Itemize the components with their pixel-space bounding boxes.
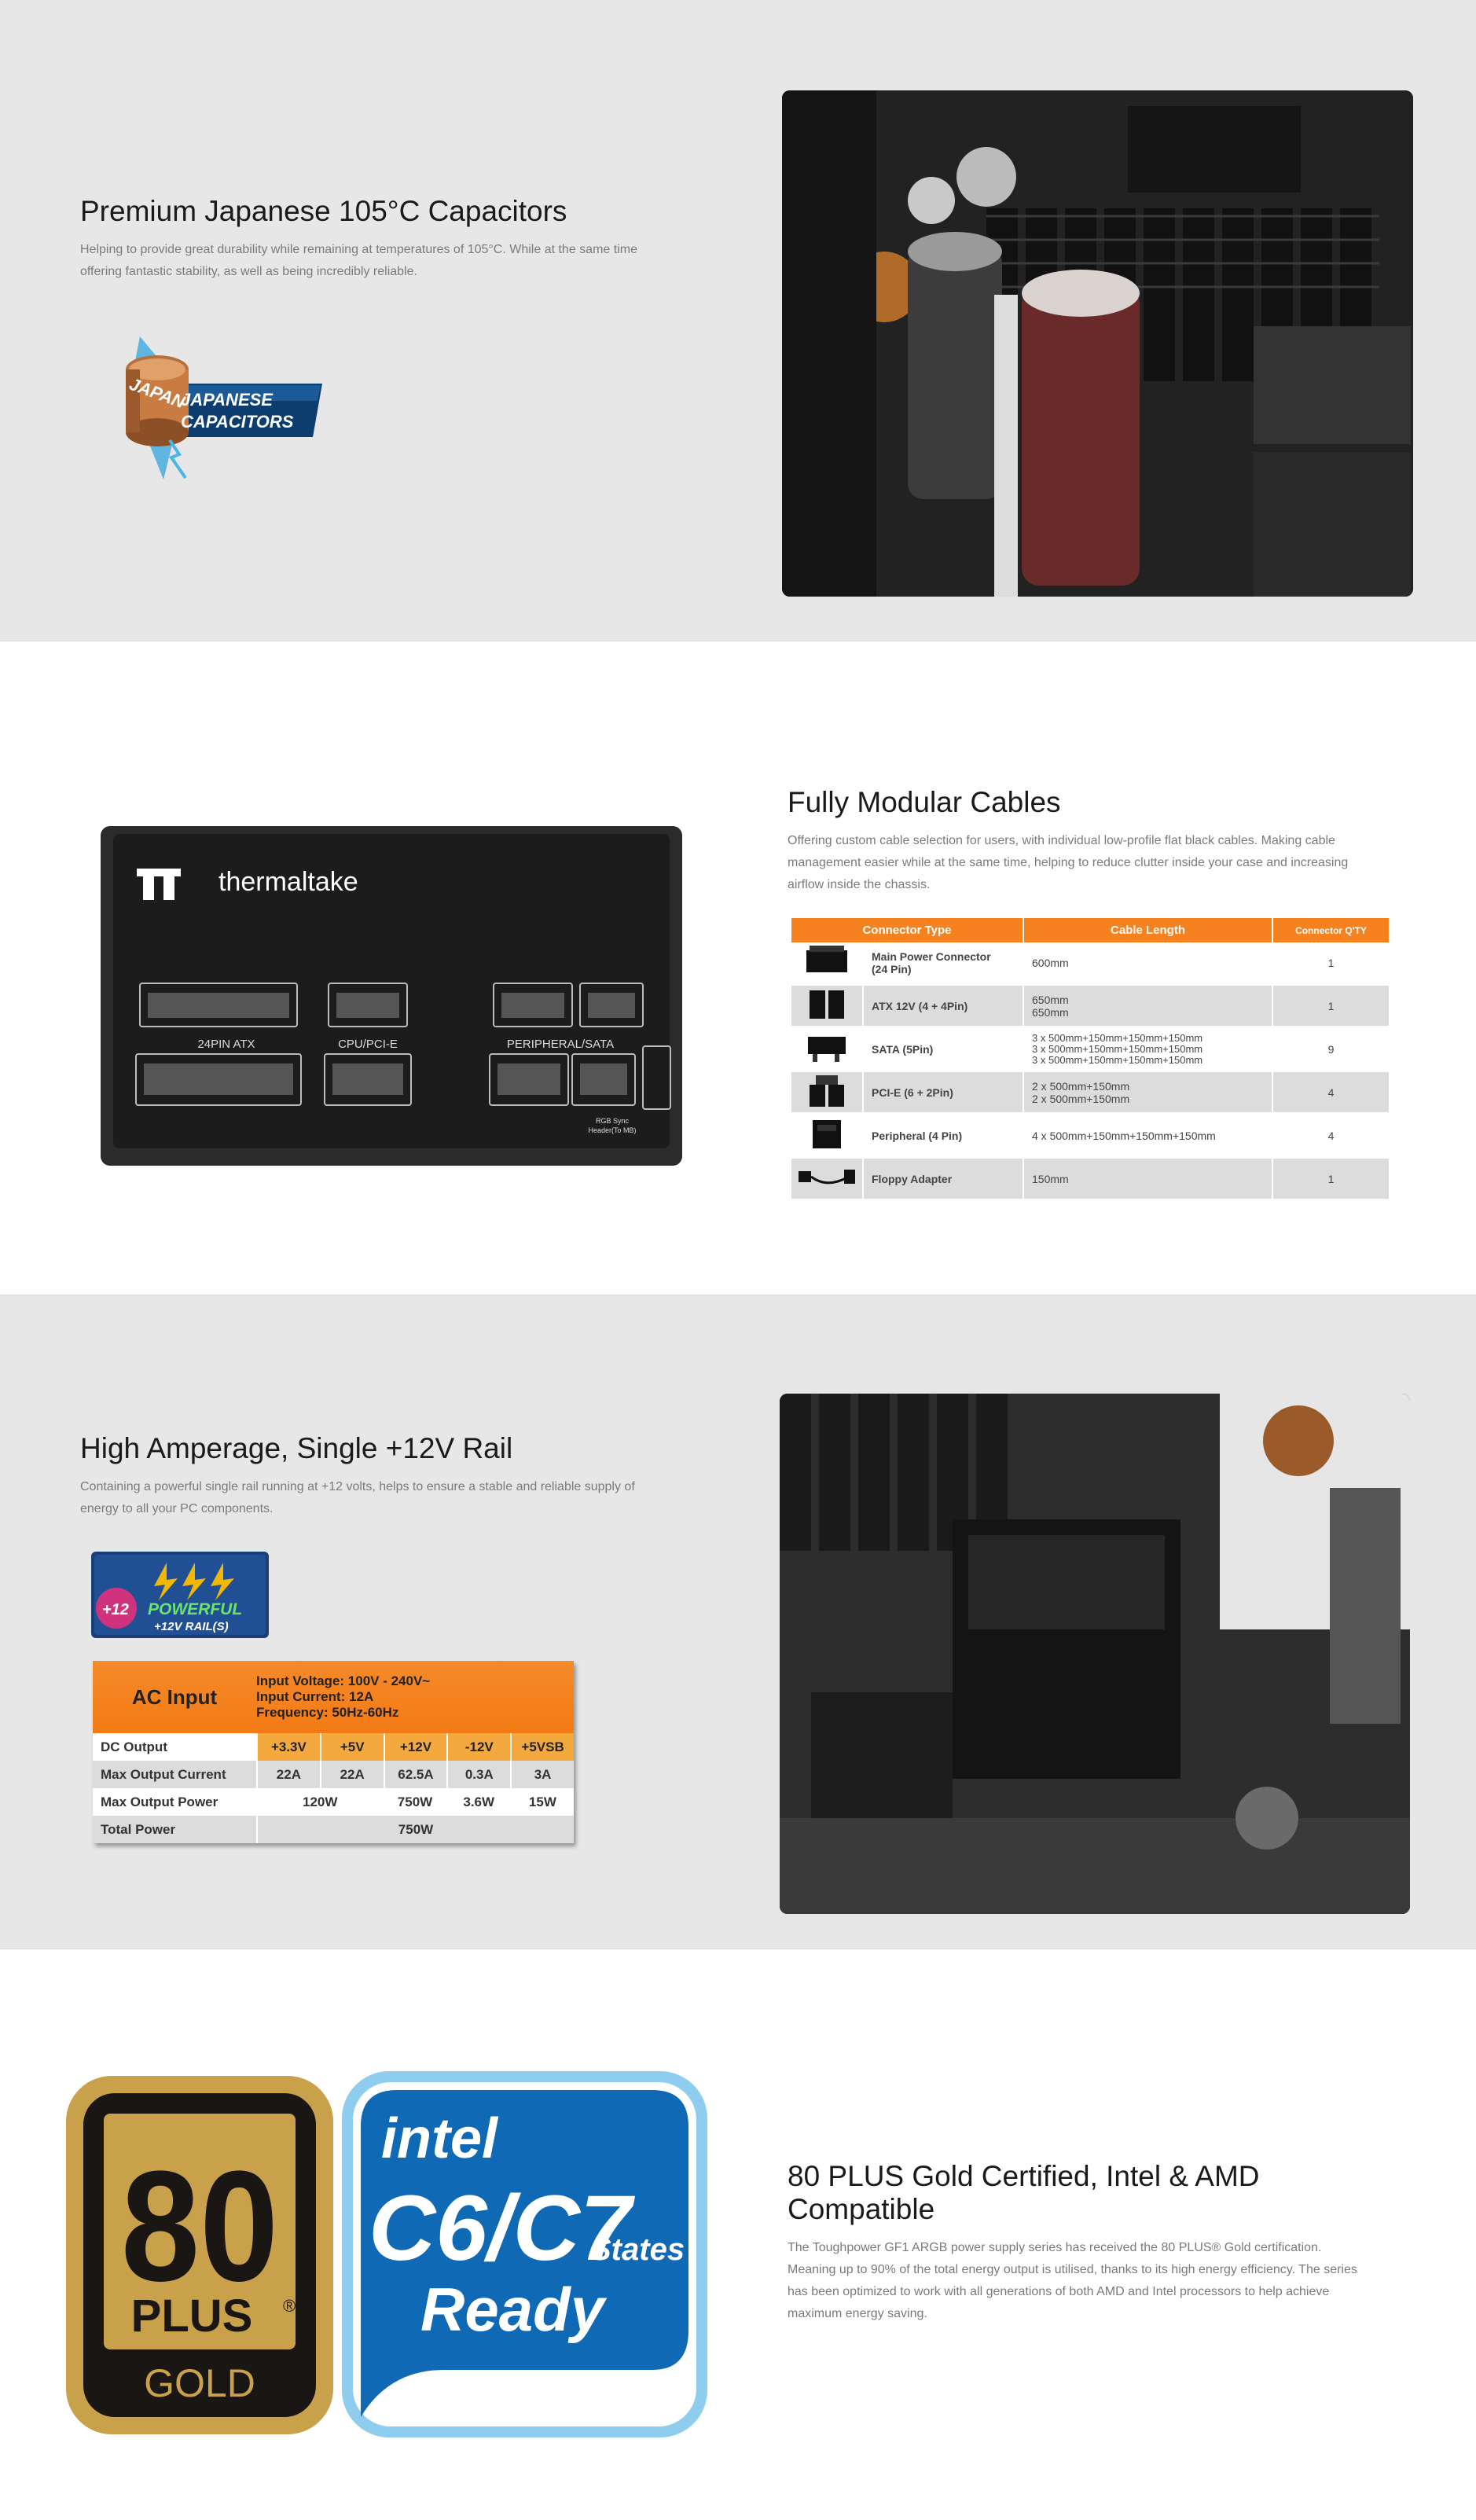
modular-cables-title: Fully Modular Cables xyxy=(788,786,1061,818)
amperage-description: Containing a powerful single rail runnin… xyxy=(80,1480,635,1515)
max-output-power-row: Max Output Power 120W 750W 3.6W 15W xyxy=(93,1788,574,1816)
intel-ready: Ready xyxy=(420,2275,608,2344)
connector-24pin-icon xyxy=(791,942,864,986)
intel-word: intel xyxy=(381,2107,499,2170)
connector-floppy-icon xyxy=(791,1157,864,1202)
dc-output-row: DC Output +3.3V +5V +12V -12V +5VSB xyxy=(93,1733,574,1761)
ac-input-label: AC Input xyxy=(131,1684,218,1709)
table-row: Floppy Adapter 150mm 1 xyxy=(791,1157,1390,1202)
modular-cables-section: 24PIN ATX CPU/PCI-E PERIPHERAL/SATA RGB … xyxy=(0,641,1476,1295)
amperage-section: High Amperage, Single +12V Rail Containi… xyxy=(0,1295,1476,1949)
header-cable-length: Cable Length xyxy=(1023,918,1273,942)
ac-input-spec-table: AC Input Input Voltage: 100V - 240V~ Inp… xyxy=(93,1661,574,1843)
header-connector-qty: Connector Q'TY xyxy=(1272,918,1390,942)
intel-c6-c7-ready-logo: intel C6/C7 States Ready xyxy=(342,2071,707,2437)
certified-section: 80 PLUS ® GOLD intel C6/C7 States Ready … xyxy=(0,1949,1476,2520)
modular-cables-description: Offering custom cable selection for user… xyxy=(788,834,1349,891)
total-power-row: Total Power 750W xyxy=(93,1816,574,1843)
intel-states: States xyxy=(590,2232,685,2267)
table-row: Peripheral (4 Pin) 4 x 500mm+150mm+150mm… xyxy=(791,1114,1390,1159)
header-connector-type: Connector Type xyxy=(791,918,1024,942)
psu-label-rgb-line2: Header(To MB) xyxy=(588,1126,636,1134)
japanese-capacitors-badge: JAPAN JAPANESE CAPACITORS xyxy=(93,322,329,487)
psu-label-24pin: 24PIN ATX xyxy=(197,1038,255,1051)
badge-rail-text: +12V RAIL(S) xyxy=(154,1620,229,1633)
connector-peripheral-icon xyxy=(791,1114,864,1159)
certified-description: The Toughpower GF1 ARGB power supply ser… xyxy=(788,2241,1357,2320)
badge-japanese-text: JAPANESE xyxy=(181,390,274,410)
connector-atx12v-icon xyxy=(791,984,864,1029)
plus-word: PLUS xyxy=(131,2290,253,2342)
80-plus-gold-logo: 80 PLUS ® GOLD xyxy=(66,2076,333,2434)
badge-capacitors-text: CAPACITORS xyxy=(181,412,294,432)
psu-label-peripheral: PERIPHERAL/SATA xyxy=(507,1038,614,1051)
intel-c6c7: C6/C7 xyxy=(369,2177,636,2280)
psu-modular-panel: 24PIN ATX CPU/PCI-E PERIPHERAL/SATA RGB … xyxy=(101,826,682,1166)
powerful-12v-rail-badge: +12 POWERFUL +12V RAIL(S) xyxy=(91,1552,269,1638)
capacitors-title: Premium Japanese 105°C Capacitors xyxy=(80,195,567,227)
psu-internals-photo xyxy=(780,1394,1410,1914)
connector-sata-icon xyxy=(791,1027,864,1072)
max-output-current-row: Max Output Current 22A 22A 62.5A 0.3A 3A xyxy=(93,1761,574,1788)
psu-label-rgb-line1: RGB Sync xyxy=(596,1117,630,1125)
capacitors-photo xyxy=(782,90,1413,597)
badge-12-mark: +12 xyxy=(102,1601,129,1618)
table-row: Main Power Connector(24 Pin) 600mm 1 xyxy=(791,942,1390,986)
plus-level: GOLD xyxy=(144,2361,255,2405)
connector-pcie-icon xyxy=(791,1071,864,1115)
connector-table: Connector Type Cable Length Connector Q'… xyxy=(791,918,1390,1202)
ac-input-info: Input Voltage: 100V - 240V~ Input Curren… xyxy=(256,1673,431,1720)
amperage-title: High Amperage, Single +12V Rail xyxy=(80,1432,513,1464)
psu-brand-logo: thermaltake xyxy=(218,867,358,897)
badge-powerful-text: POWERFUL xyxy=(148,1600,242,1618)
plus-number: 80 xyxy=(121,2139,278,2314)
psu-label-cpu: CPU/PCI-E xyxy=(338,1038,398,1051)
plus-registered-mark: ® xyxy=(283,2296,296,2316)
capacitors-description: Helping to provide great durability whil… xyxy=(80,243,637,278)
capacitors-section: Premium Japanese 105°C Capacitors Helpin… xyxy=(0,0,1476,641)
